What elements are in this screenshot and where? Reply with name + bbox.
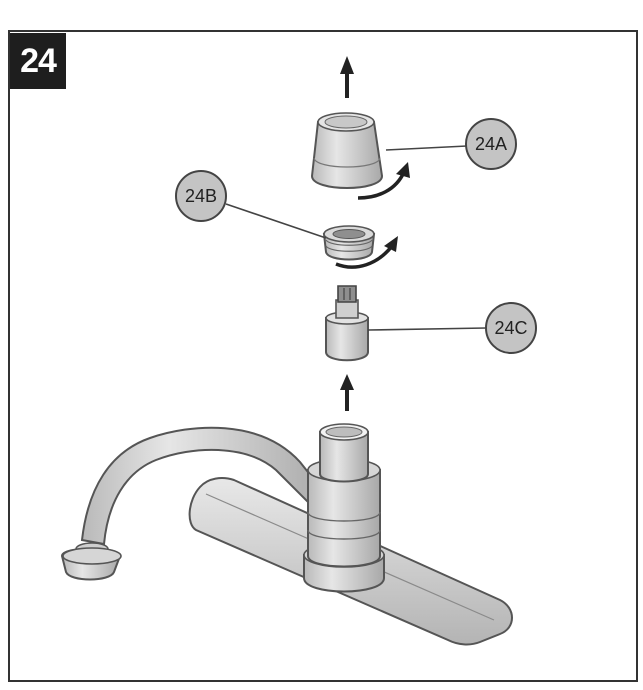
step-number-badge: 24 (10, 33, 66, 89)
callout-24c: 24C (485, 302, 537, 354)
callout-label: 24C (494, 317, 528, 338)
callout-24b: 24B (175, 170, 227, 222)
callout-label: 24A (474, 133, 508, 154)
rotate-arrow-icon (357, 162, 410, 200)
retaining-nut-part (322, 225, 376, 261)
up-arrow-icon (340, 374, 354, 411)
faucet-body (303, 423, 385, 593)
leader-lines (225, 145, 487, 331)
cap-part (310, 112, 384, 189)
cartridge-part (325, 285, 369, 362)
callout-24a: 24A (465, 118, 517, 170)
up-arrow-icon (340, 56, 354, 98)
step-number: 24 (20, 41, 57, 80)
rotate-arrow-icon (335, 236, 398, 269)
callout-label: 24B (184, 185, 218, 206)
faucet-spout (60, 426, 332, 581)
